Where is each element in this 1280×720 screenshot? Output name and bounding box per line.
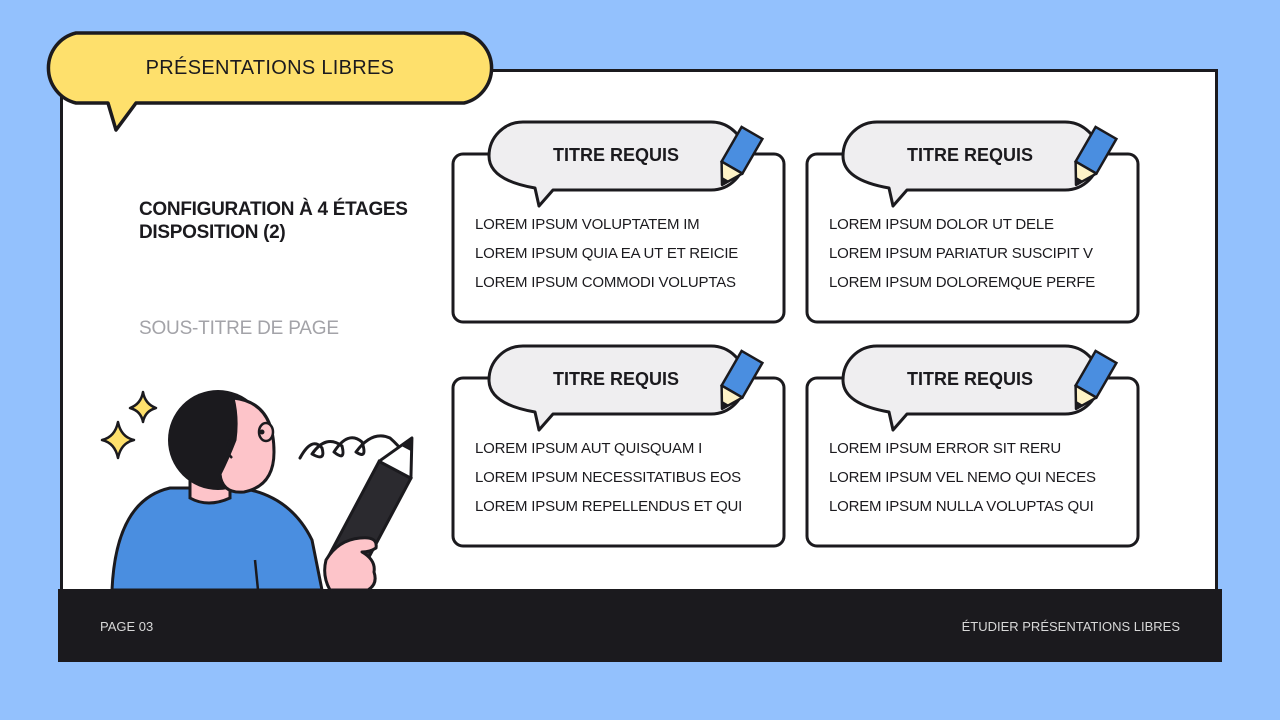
card-line: LOREM IPSUM NULLA VOLUPTAS QUI [829, 498, 1094, 515]
sparkle-icon [100, 420, 136, 460]
card-body: LOREM IPSUM DOLOR UT DELE LOREM IPSUM PAR… [829, 210, 1095, 297]
pencil-icon [1073, 125, 1119, 187]
footer-bar: PAGE 03 ÉTUDIER PRÉSENTATIONS LIBRES [58, 589, 1222, 662]
card-title: TITRE REQUIS [906, 145, 1033, 165]
card-line: LOREM IPSUM AUT QUISQUAM I [475, 440, 703, 457]
card-line: LOREM IPSUM DOLOREMQUE PERFE [829, 274, 1096, 291]
pencil-icon [719, 349, 765, 411]
card-frame [451, 344, 786, 548]
sparkle-icon [128, 390, 158, 424]
person-writing-illustration [100, 390, 414, 590]
heading-line-2: DISPOSITION (2) [139, 222, 286, 243]
pencil-icon [719, 125, 765, 187]
card-line: LOREM IPSUM QUIA EA UT ET REICIE [475, 245, 739, 262]
card-title: TITRE REQUIS [552, 145, 679, 165]
card-line: LOREM IPSUM DOLOR UT DELE [829, 216, 1054, 233]
header-title: PRÉSENTATIONS LIBRES [145, 56, 395, 79]
card-title: TITRE REQUIS [552, 369, 679, 389]
card-line: LOREM IPSUM VOLUPTATEM IM [475, 216, 700, 233]
page-number: PAGE 03 [100, 619, 154, 634]
card-line: LOREM IPSUM VEL NEMO QUI NECES [829, 469, 1096, 486]
heading-line-1: CONFIGURATION À 4 ÉTAGES [139, 199, 408, 220]
card-line: LOREM IPSUM REPELLENDUS ET QUI [475, 498, 743, 515]
card-frame [805, 344, 1140, 548]
card-body: LOREM IPSUM AUT QUISQUAM I LOREM IPSUM NE… [475, 434, 742, 521]
page-heading: CONFIGURATION À 4 ÉTAGES DISPOSITION (2) [139, 198, 429, 244]
card-line: LOREM IPSUM COMMODI VOLUPTAS [475, 274, 736, 291]
header-speech-bubble [46, 31, 494, 132]
card-frame [805, 120, 1140, 324]
card-title: TITRE REQUIS [906, 369, 1033, 389]
card-body: LOREM IPSUM ERROR SIT RERU LOREM IPSUM VE… [829, 434, 1096, 521]
footer-title: ÉTUDIER PRÉSENTATIONS LIBRES [961, 619, 1180, 634]
pencil-icon [1073, 349, 1119, 411]
card-frame [451, 120, 786, 324]
card-line: LOREM IPSUM NECESSITATIBUS EOS [475, 469, 741, 486]
page-subtitle: SOUS-TITRE DE PAGE [139, 318, 339, 339]
card-body: LOREM IPSUM VOLUPTATEM IM LOREM IPSUM QUI… [475, 210, 738, 297]
card-line: LOREM IPSUM ERROR SIT RERU [829, 440, 1062, 457]
card-line: LOREM IPSUM PARIATUR SUSCIPIT V [829, 245, 1093, 262]
